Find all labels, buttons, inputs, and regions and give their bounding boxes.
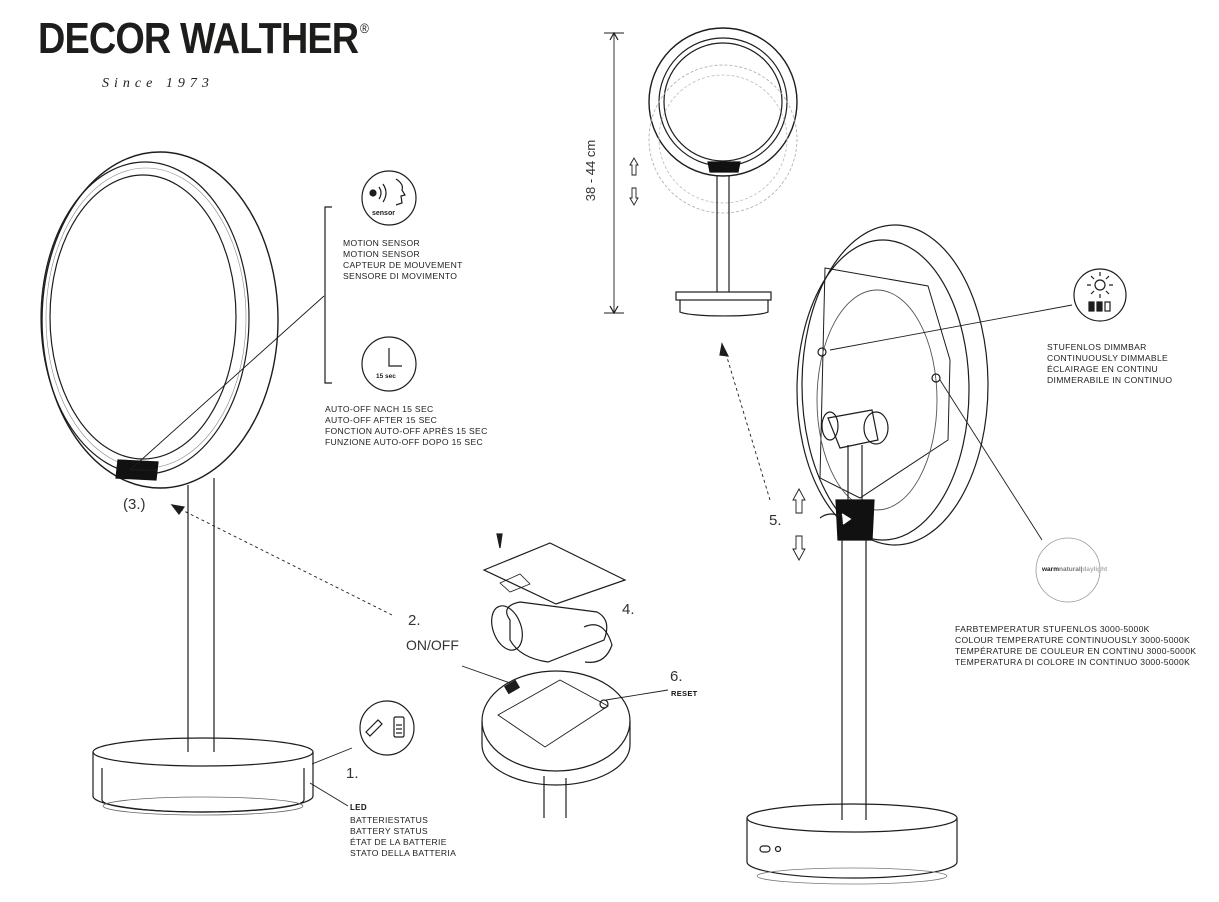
sensor-icon bbox=[361, 170, 417, 226]
brand-name: DECOR WALTHER bbox=[38, 14, 359, 63]
color-temp-scale: warmnatural|daylight bbox=[1042, 566, 1108, 573]
battery-assembly bbox=[481, 533, 631, 818]
step-2-label: 2. bbox=[408, 612, 421, 629]
step-4-label: 4. bbox=[622, 601, 635, 618]
scale-natural: natural bbox=[1058, 566, 1081, 573]
led-label: LED bbox=[350, 803, 367, 812]
sensor-icon-label: sensor bbox=[372, 210, 395, 217]
battery-icon bbox=[359, 700, 415, 756]
registered-mark: ® bbox=[359, 20, 369, 36]
scale-daylight: daylight bbox=[1082, 566, 1108, 573]
scale-warm: warm bbox=[1042, 566, 1059, 573]
left-mirror bbox=[40, 151, 314, 816]
clock-icon-label: 15 sec bbox=[376, 373, 396, 380]
step-6-label: 6. bbox=[670, 668, 683, 685]
height-mirror bbox=[604, 27, 798, 317]
step-1-label: 1. bbox=[346, 765, 359, 782]
dimmer-icon bbox=[1073, 268, 1127, 322]
color-temp-icon bbox=[1035, 537, 1101, 603]
brand-logo: DECOR WALTHER® bbox=[38, 14, 369, 64]
brand-tagline: Since 1973 bbox=[102, 76, 214, 91]
right-mirror bbox=[746, 224, 989, 885]
step-3-label: (3.) bbox=[123, 496, 146, 513]
height-range-label: 38 - 44 cm bbox=[583, 139, 599, 202]
reset-label: RESET bbox=[671, 689, 698, 698]
step-5-label: 5. bbox=[769, 512, 782, 529]
on-off-label: ON/OFF bbox=[406, 637, 459, 653]
clock-icon bbox=[361, 336, 417, 392]
